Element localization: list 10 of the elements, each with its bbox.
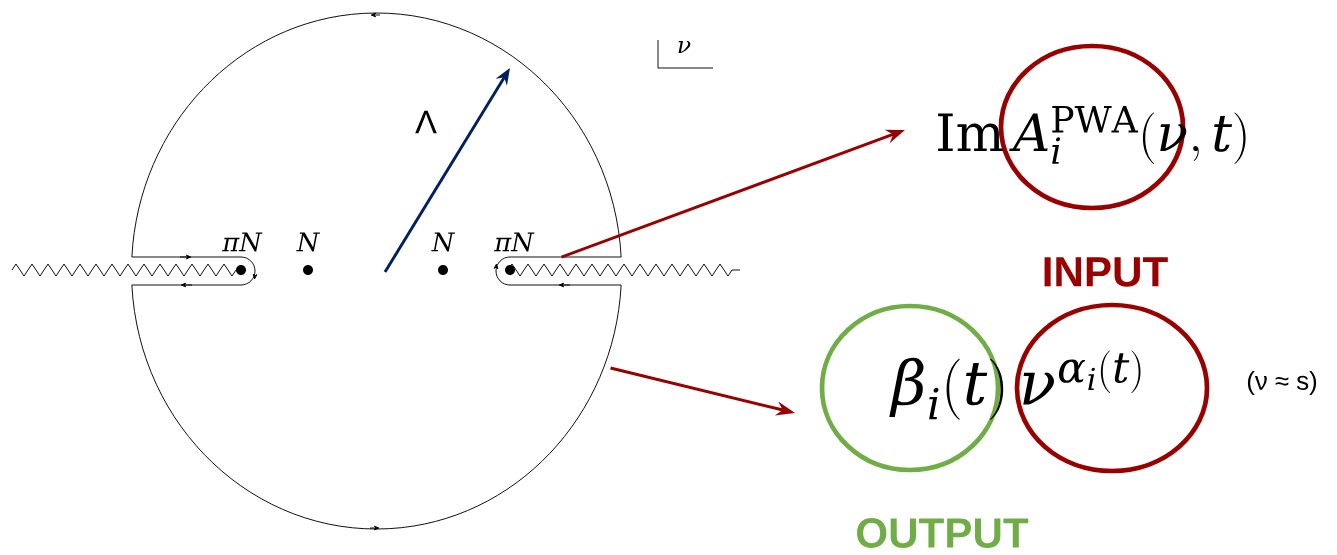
caption-label: INPUT	[1044, 257, 1168, 287]
pole-label: N	[296, 232, 321, 252]
pole-label: πN	[494, 232, 535, 252]
axis-label: ν	[678, 40, 691, 54]
pole-label: N	[431, 232, 456, 252]
pole-label: πN	[222, 232, 263, 252]
contour-drawing	[131, 12, 622, 531]
caption-label: OUTPUT	[857, 518, 1029, 548]
note-label: (ν ≈ s)	[1247, 371, 1317, 395]
radius-label: Λ	[415, 110, 437, 134]
